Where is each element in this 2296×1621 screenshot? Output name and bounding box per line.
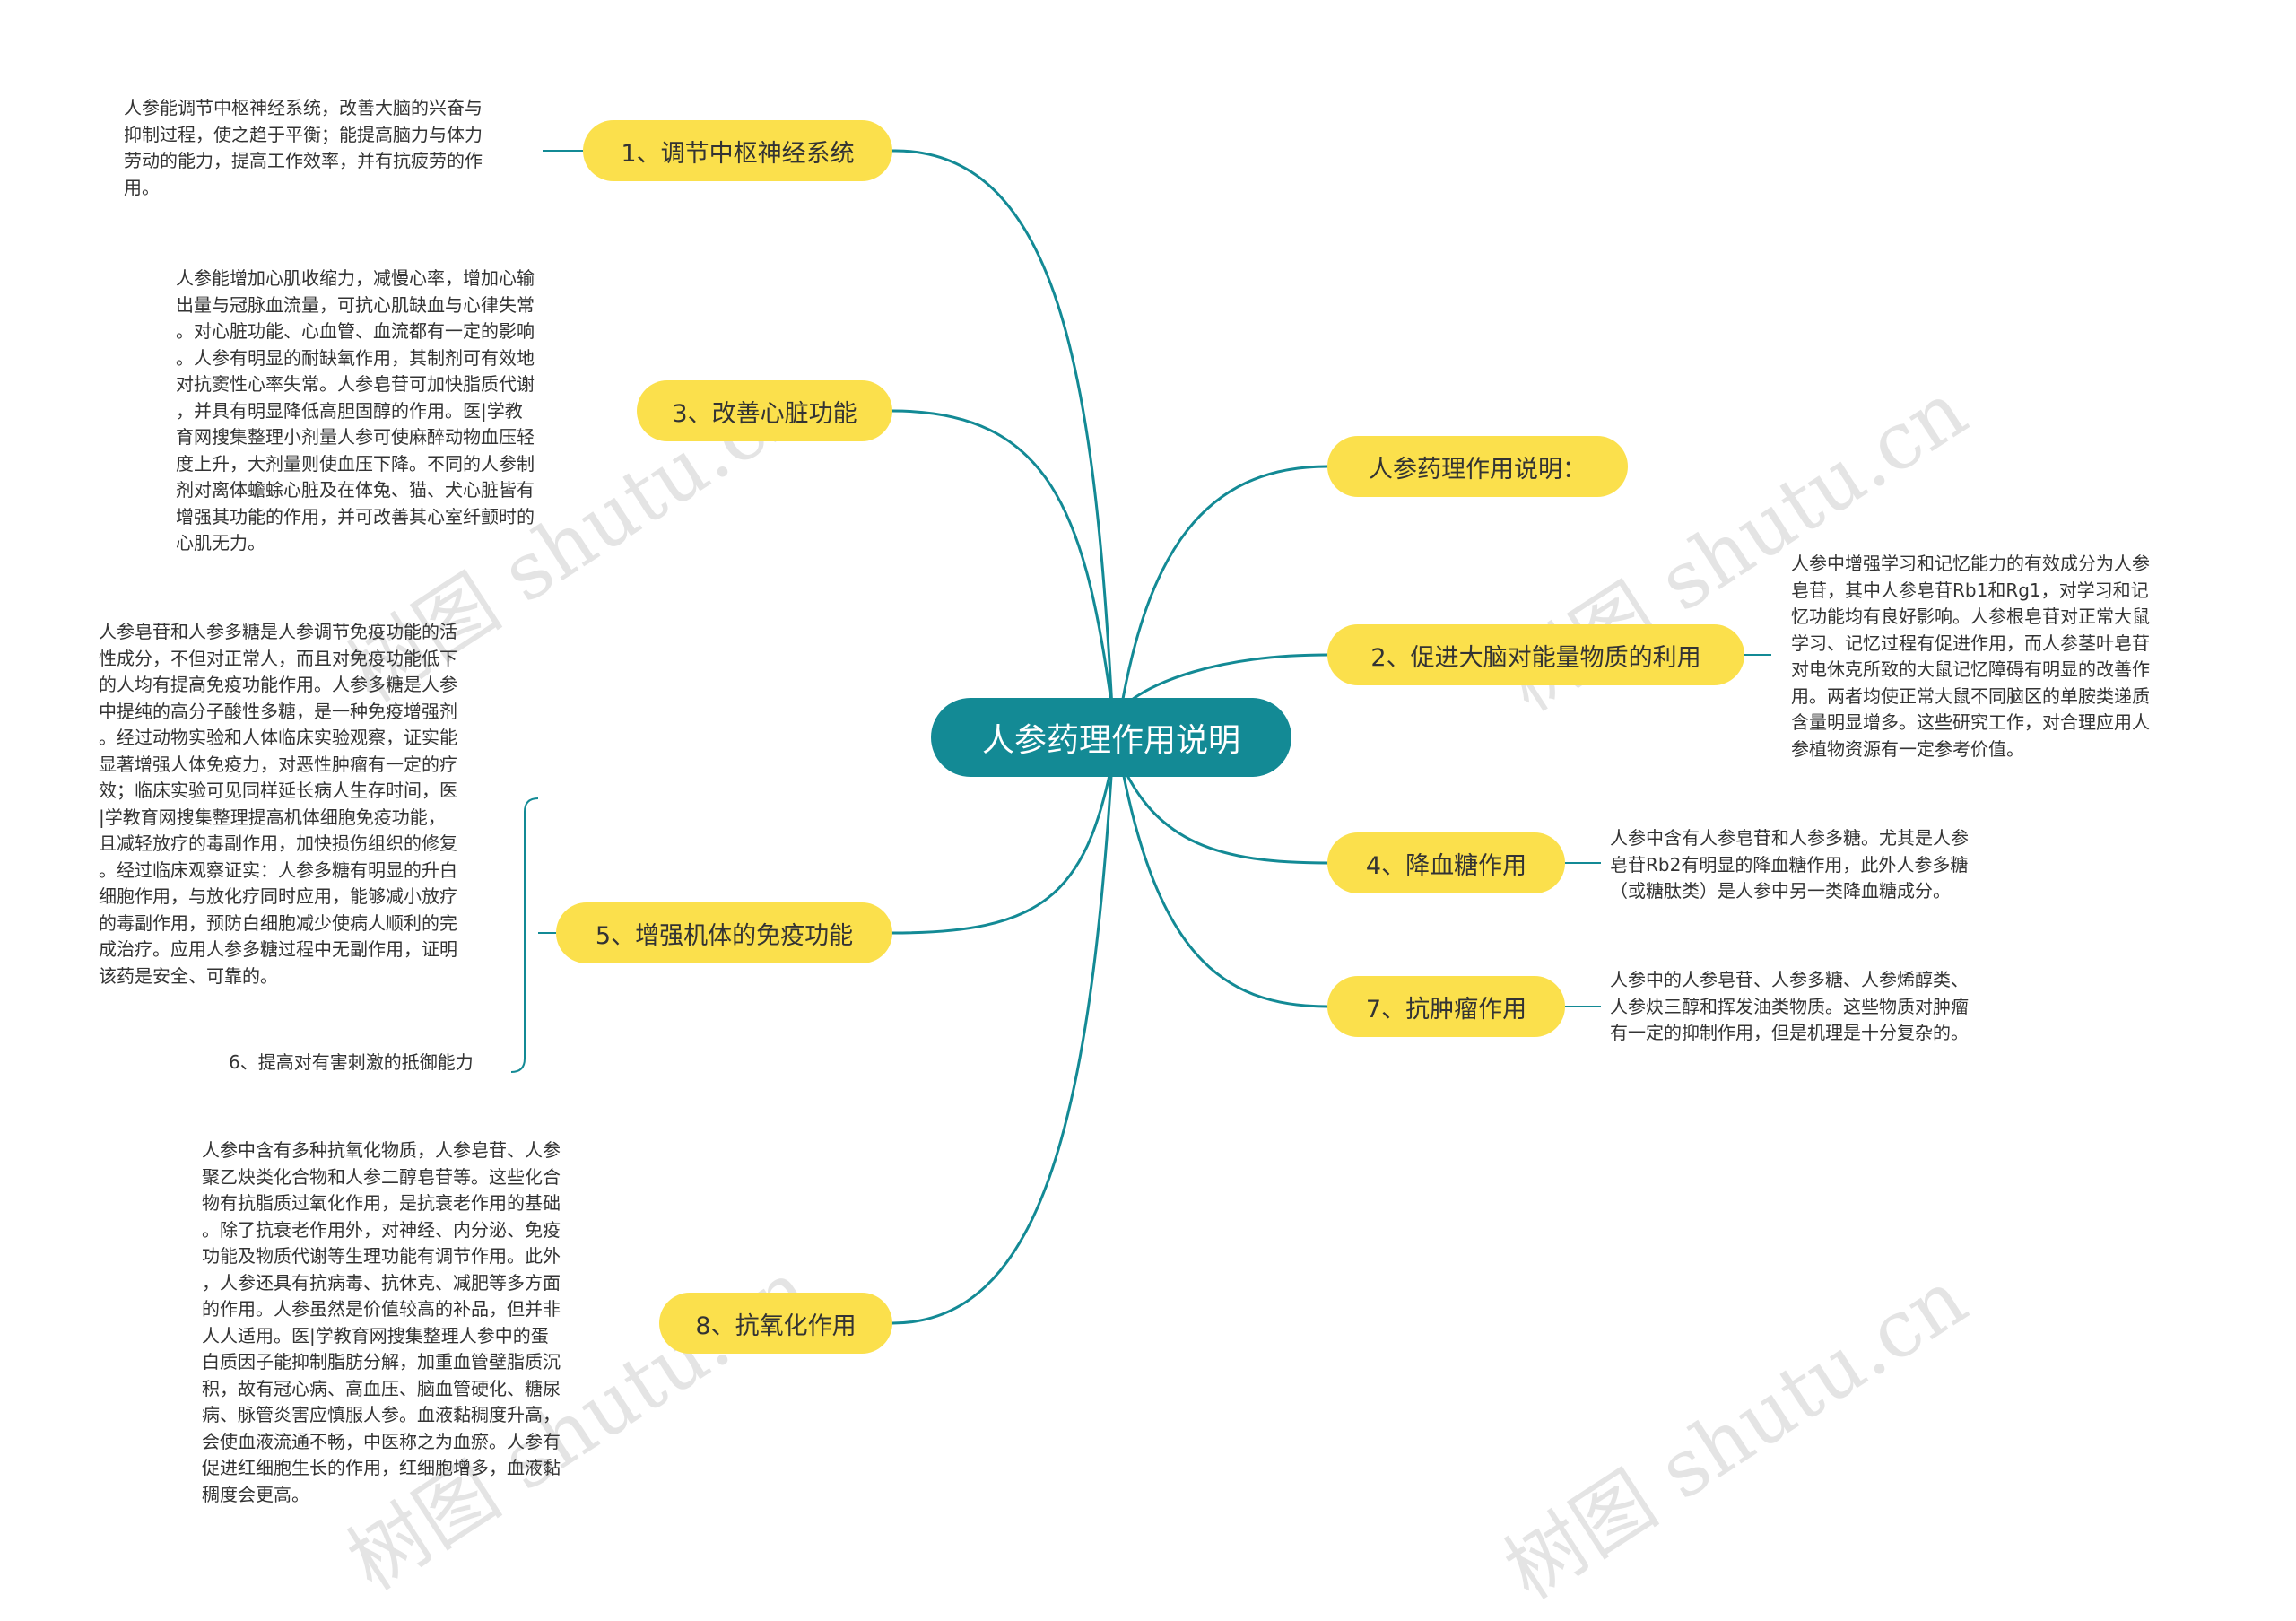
note-resistance: 6、提高对有害刺激的抵御能力 [229,1051,474,1073]
branch-node-2[interactable]: 2、促进大脑对能量物质的利用 [1327,624,1744,685]
branch-node-1[interactable]: 1、调节中枢神经系统 [583,120,892,181]
branch-node-5[interactable]: 5、增强机体的免疫功能 [556,902,892,963]
note-immune-function: 人参皂苷和人参多糖是人参调节免疫功能的活 性成分，不但对正常人，而且对免疫功能低… [99,621,457,987]
connector-root-b8 [891,761,1114,1325]
branch-node-4[interactable]: 4、降血糖作用 [1327,832,1565,893]
branch-node-intro[interactable]: 人参药理作用说明： [1327,436,1628,497]
connector-root-intro [1119,465,1329,710]
note-antioxidant: 人参中含有多种抗氧化物质，人参皂苷、人参 聚乙炔类化合物和人参二醇皂苷等。这些化… [202,1139,561,1505]
connector-root-b4 [1119,761,1329,865]
note-heart-function: 人参能增加心肌收缩力，减慢心率，增加心输 出量与冠脉血流量，可抗心肌缺血与心律失… [176,267,535,553]
connector-b5-note [510,797,556,1073]
connector-root-b1 [891,149,1114,710]
branch-node-7[interactable]: 7、抗肿瘤作用 [1327,976,1565,1037]
connector-root-b5 [891,761,1114,935]
root-node[interactable]: 人参药理作用说明 [931,698,1292,777]
note-central-nervous: 人参能调节中枢神经系统，改善大脑的兴奋与 抑制过程，使之趋于平衡；能提高脑力与体… [124,97,483,198]
branch-node-3[interactable]: 3、改善心脏功能 [637,380,892,441]
branch-node-8[interactable]: 8、抗氧化作用 [659,1293,892,1354]
note-anti-tumor: 人参中的人参皂苷、人参多糖、人参烯醇类、 人参炔三醇和挥发油类物质。这些物质对肿… [1610,969,1969,1043]
note-blood-sugar: 人参中含有人参皂苷和人参多糖。尤其是人参 皂苷Rb2有明显的降血糖作用，此外人参… [1610,827,1969,902]
note-brain-energy: 人参中增强学习和记忆能力的有效成分为人参 皂苷，其中人参皂苷Rb1和Rg1，对学… [1791,553,2150,760]
connector-root-b3 [891,409,1114,710]
connector-root-b7 [1119,761,1329,1008]
